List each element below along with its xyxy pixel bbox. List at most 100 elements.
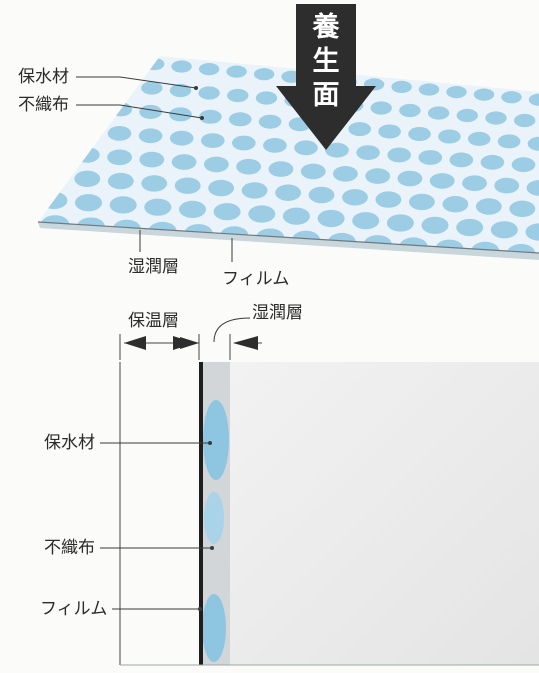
water-retention-dot — [527, 136, 539, 151]
water-retention-dot — [6, 190, 33, 207]
water-retention-dot — [255, 91, 278, 105]
water-retention-dot — [409, 193, 435, 211]
water-retention-dot — [386, 214, 414, 232]
arrow-char-1: 養 — [312, 11, 341, 43]
water-retention-dot — [171, 154, 197, 170]
moist-layer-dimension — [180, 317, 262, 360]
water-retention-dot — [365, 168, 391, 184]
water-retention-dot — [179, 200, 206, 218]
water-retention-dot — [294, 140, 318, 156]
water-retention-dot — [116, 56, 137, 68]
water-retention-dot — [169, 130, 194, 146]
water-blob-2 — [204, 492, 224, 544]
water-retention-dot — [480, 154, 505, 170]
water-retention-dot — [397, 170, 423, 187]
water-retention-dot — [227, 88, 249, 103]
water-retention-dot — [144, 198, 172, 216]
concrete-block — [230, 362, 539, 665]
water-retention-dot — [462, 175, 487, 191]
water-retention-dot — [282, 207, 310, 225]
water-retention-dot — [139, 104, 162, 119]
water-retention-dot — [40, 191, 68, 209]
water-retention-dot — [275, 184, 301, 201]
water-retention-dot — [418, 83, 440, 96]
water-retention-dot — [198, 63, 220, 76]
water-retention-dot — [76, 123, 101, 139]
water-retention-dot — [511, 157, 536, 173]
top-label-film: フィルム — [222, 269, 289, 289]
water-retention-dot — [213, 203, 241, 221]
water-retention-dot — [507, 244, 536, 253]
water-retention-dot — [490, 221, 518, 239]
water-retention-dot — [198, 86, 220, 100]
arrow-char-3: 面 — [313, 80, 340, 111]
water-retention-dot — [268, 161, 294, 177]
water-retention-dot — [300, 163, 326, 180]
water-retention-dot — [427, 106, 450, 120]
water-retention-dot — [228, 112, 252, 127]
water-retention-dot — [169, 83, 192, 98]
water-retention-dot — [258, 114, 282, 129]
water-retention-dot — [352, 212, 380, 230]
water-retention-dot — [74, 147, 100, 163]
water-retention-dot — [241, 182, 268, 199]
water-retention-dot — [456, 108, 478, 123]
water-retention-dot — [391, 80, 412, 93]
water-retention-dot — [514, 113, 536, 128]
water-retention-dot — [408, 127, 431, 141]
cs-label-nonwoven: 不織布 — [44, 538, 95, 558]
water-retention-dot — [107, 172, 134, 190]
water-retention-dot — [446, 86, 467, 99]
water-retention-dot — [456, 218, 484, 237]
water-blob-1 — [203, 400, 229, 480]
water-retention-dot — [236, 158, 261, 175]
water-retention-dot — [429, 173, 455, 189]
water-retention-dot — [41, 168, 67, 185]
water-retention-dot — [473, 88, 495, 101]
top-label-nonwoven: 不織布 — [18, 95, 69, 115]
water-retention-dot — [74, 170, 101, 187]
water-retention-dot — [263, 138, 287, 153]
water-retention-dot — [497, 134, 521, 149]
water-retention-dot — [144, 57, 165, 71]
water-retention-dot — [325, 142, 349, 158]
curing-surface-arrow: 養 生 面 — [276, 4, 376, 150]
water-retention-dot — [139, 151, 165, 168]
water-retention-dot — [449, 152, 474, 168]
water-retention-dot — [317, 209, 345, 228]
cross-section — [119, 362, 539, 666]
water-retention-dot — [525, 223, 539, 241]
cs-label-film: フィルム — [40, 599, 107, 619]
water-retention-dot — [399, 103, 421, 118]
water-retention-dot — [75, 194, 102, 212]
water-retention-dot — [467, 131, 491, 146]
water-retention-dot — [201, 133, 225, 149]
top-leader-water-retention — [76, 76, 197, 89]
water-retention-dot — [109, 196, 137, 214]
water-retention-dot — [442, 196, 469, 213]
water-retention-dot — [387, 147, 412, 163]
water-retention-dot — [226, 65, 247, 78]
water-retention-dot — [378, 124, 401, 139]
arrow-shape — [276, 4, 376, 150]
water-retention-dot — [204, 156, 229, 173]
moist-layer-label: 湿潤層 — [252, 303, 303, 323]
water-blob-3 — [202, 594, 226, 662]
water-retention-dot — [438, 129, 461, 144]
top-leader-nonwoven — [76, 104, 203, 119]
insulation-dimension — [119, 334, 200, 360]
water-retention-dot — [494, 177, 520, 194]
water-retention-dot — [42, 144, 68, 161]
cs-label-water-retention: 保水材 — [44, 433, 95, 453]
water-retention-dot — [421, 216, 449, 234]
water-retention-dot — [333, 166, 358, 182]
water-retention-dot — [348, 122, 372, 137]
water-retention-dot — [138, 128, 163, 144]
water-retention-dot — [308, 186, 335, 204]
water-retention-dot — [141, 175, 168, 192]
arrow-char-2: 生 — [313, 46, 340, 77]
water-retention-dot — [501, 91, 522, 104]
water-retention-dot — [375, 191, 402, 208]
water-retention-dot — [171, 60, 192, 73]
